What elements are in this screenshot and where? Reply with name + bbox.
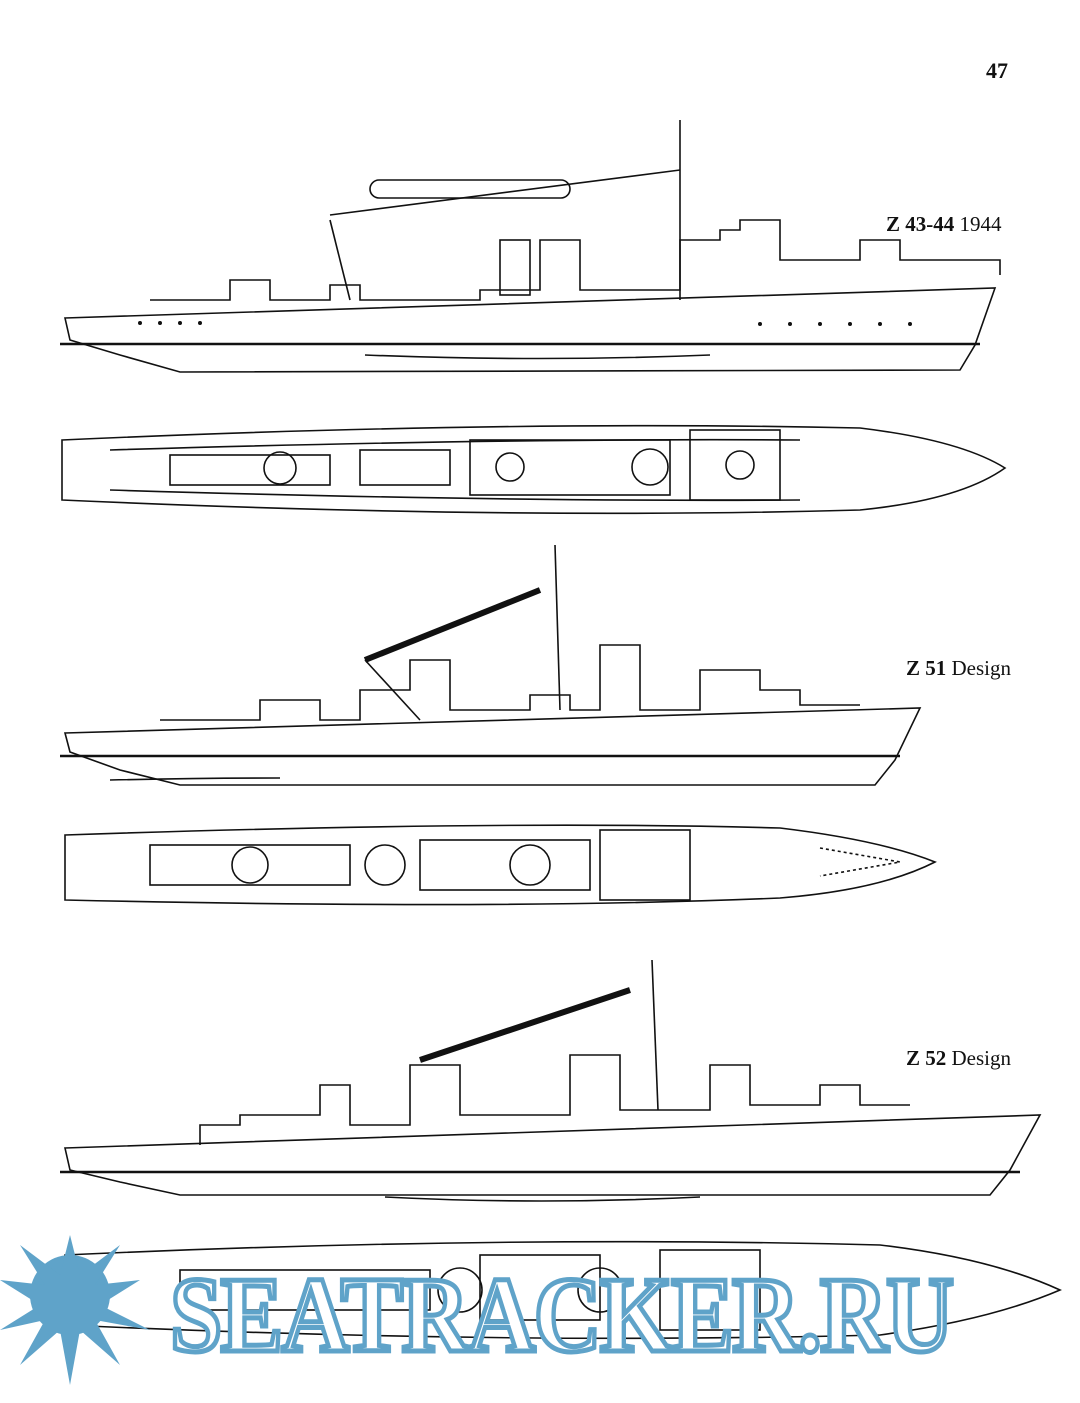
ship-suffix: Design	[951, 656, 1012, 680]
ship-name: Z 43-44	[886, 212, 955, 236]
z51-profile-drawing	[60, 544, 922, 786]
caption-z52: Z 52 Design	[906, 1046, 1011, 1071]
z43-profile-drawing	[60, 120, 1001, 373]
caption-z43-44: Z 43-44 1944	[886, 212, 1002, 237]
watermark-sunburst-logo	[0, 1235, 150, 1385]
page-number: 47	[986, 58, 1008, 83]
z52-plan-drawing	[64, 1240, 1062, 1340]
z52-profile-drawing	[60, 959, 1042, 1202]
caption-z51: Z 51 Design	[906, 656, 1011, 681]
ship-name: Z 51	[906, 656, 947, 680]
watermark-text: SEATRACKER.RU	[168, 1256, 956, 1375]
z51-plan-drawing	[64, 824, 937, 906]
z43-plan-drawing	[61, 424, 1007, 515]
ship-name: Z 52	[906, 1046, 947, 1070]
ship-suffix: 1944	[959, 212, 1002, 236]
ship-suffix: Design	[951, 1046, 1012, 1070]
